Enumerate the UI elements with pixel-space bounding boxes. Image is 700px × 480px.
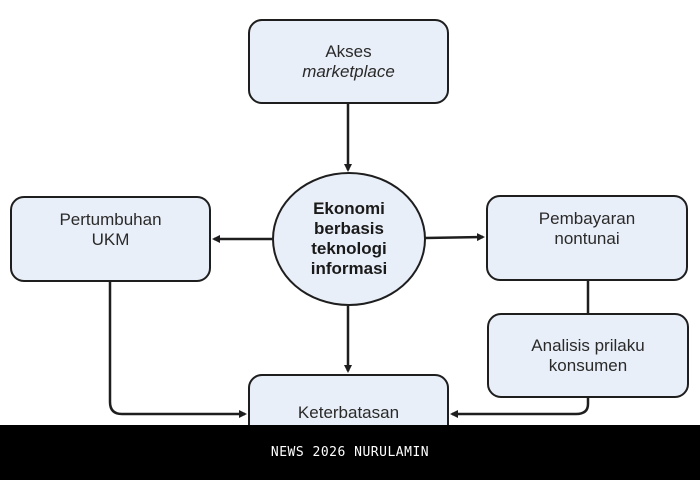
node-label: Analisis prilaku [531,335,645,355]
node-label: Ekonomi [313,199,385,218]
node-label: Pertumbuhan [59,210,162,229]
arrow-center-to-right [424,233,485,242]
node-label: Akses [325,41,372,61]
node-analisis-prilaku-konsumen: Analisis prilaku konsumen [487,313,689,398]
node-pembayaran-nontunai: Pembayaran nontunai [486,195,688,281]
banner-text: NEWS 2026 NURULAMIN [270,445,430,460]
arrow-analysis-to-bottom [450,398,590,418]
arrow-left-to-bottom [108,282,247,418]
node-label: nontunai [554,229,620,248]
node-label: berbasis [314,219,384,238]
node-label: teknologi [311,239,387,258]
node-label: UKM [91,230,130,249]
node-label-italic: marketplace [302,61,395,81]
node-label: Pembayaran [538,209,636,228]
node-label: konsumen [548,355,628,375]
node-ekonomi-teknologi: Ekonomi berbasis teknologi informasi [272,172,426,306]
node-akses-marketplace: Akses marketplace [248,19,449,104]
watermark-banner: NEWS 2026 NURULAMIN [0,425,700,480]
node-label: informasi [310,259,388,278]
node-label: Keterbatasan [297,403,400,422]
node-pertumbuhan-ukm: Pertumbuhan UKM [10,196,211,282]
